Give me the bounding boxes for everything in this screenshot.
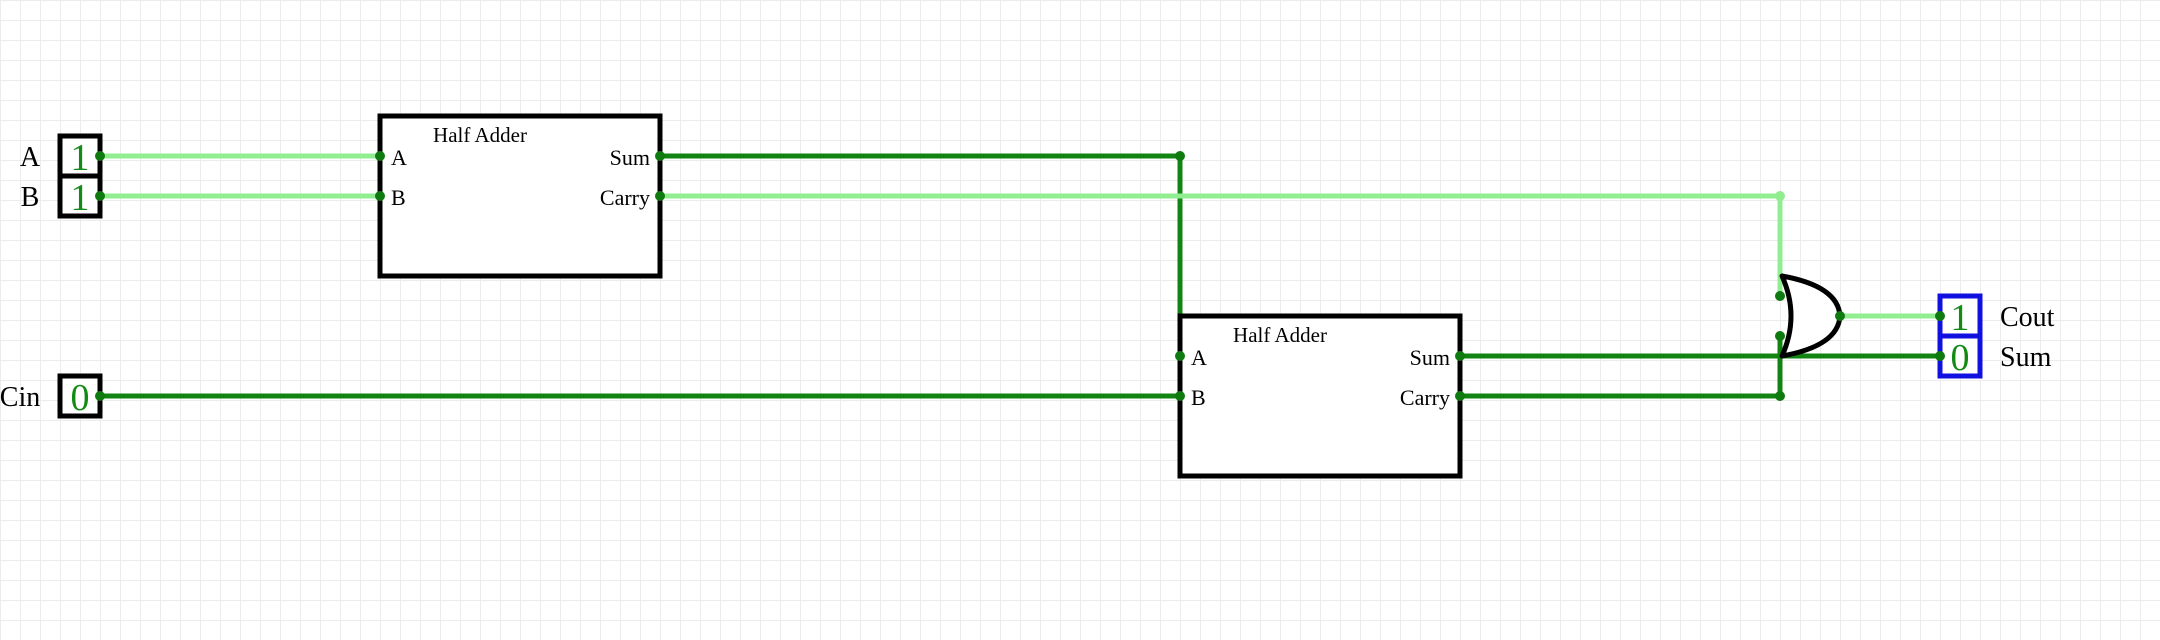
output-label-sum: Sum (2000, 342, 2052, 373)
node-or-out (1835, 311, 1845, 321)
node-ha2-carry (1455, 391, 1465, 401)
half-adder-1[interactable]: Half Adder A B Sum Carry (377, 113, 663, 279)
output-display-sum: 0 Sum (1937, 333, 2052, 379)
node-or-in-bottom (1775, 331, 1785, 341)
node-ha2-a (1175, 351, 1185, 361)
half-adder-2[interactable]: Half Adder A B Sum Carry (1177, 313, 1463, 479)
node-or-in-top (1775, 291, 1785, 301)
wire-ha2-carry-to-or[interactable] (1460, 336, 1783, 399)
node-output-sum (1935, 351, 1945, 361)
node-input-cin (95, 391, 105, 401)
node-junction-carry (1775, 191, 1785, 201)
half-adder-2-pin-a: A (1191, 345, 1207, 370)
half-adder-2-title: Half Adder (1233, 323, 1327, 347)
wire-ha1-sum-to-ha2-a[interactable] (660, 153, 1183, 356)
input-switch-cin[interactable]: Cin 0 (0, 373, 103, 419)
node-input-b (95, 191, 105, 201)
or-gate-icon[interactable] (1779, 273, 1843, 359)
output-label-cout: Cout (2000, 302, 2055, 333)
half-adder-2-pin-carry: Carry (1400, 385, 1450, 410)
input-value-cin: 0 (71, 377, 90, 419)
node-ha1-a (375, 151, 385, 161)
input-value-a: 1 (71, 137, 90, 179)
input-switch-b[interactable]: B 1 (21, 173, 103, 219)
input-label-b: B (21, 182, 40, 213)
half-adder-1-pin-a: A (391, 145, 407, 170)
half-adder-2-pin-sum: Sum (1410, 345, 1450, 370)
node-output-cout (1935, 311, 1945, 321)
node-ha2-sum (1455, 351, 1465, 361)
node-input-a (95, 151, 105, 161)
half-adder-2-pin-b: B (1191, 385, 1206, 410)
input-switch-a[interactable]: A 1 (20, 133, 103, 179)
input-label-cin: Cin (0, 382, 40, 413)
output-value-cout: 1 (1951, 297, 1970, 339)
connection-nodes (95, 151, 1945, 401)
half-adder-1-pin-b: B (391, 185, 406, 210)
input-value-b: 1 (71, 177, 90, 219)
input-label-a: A (20, 142, 41, 173)
node-ha1-carry (655, 191, 665, 201)
half-adder-1-pin-carry: Carry (600, 185, 650, 210)
node-junction-carry2 (1775, 391, 1785, 401)
half-adder-1-pin-sum: Sum (610, 145, 650, 170)
node-junction-sum (1175, 151, 1185, 161)
wire-ha1-carry-to-or[interactable] (660, 193, 1783, 295)
output-value-sum: 0 (1951, 337, 1970, 379)
node-ha1-b (375, 191, 385, 201)
node-ha1-sum (655, 151, 665, 161)
output-display-cout: 1 Cout (1937, 293, 2055, 339)
wires (100, 153, 1940, 399)
node-ha2-b (1175, 391, 1185, 401)
half-adder-1-title: Half Adder (433, 123, 527, 147)
